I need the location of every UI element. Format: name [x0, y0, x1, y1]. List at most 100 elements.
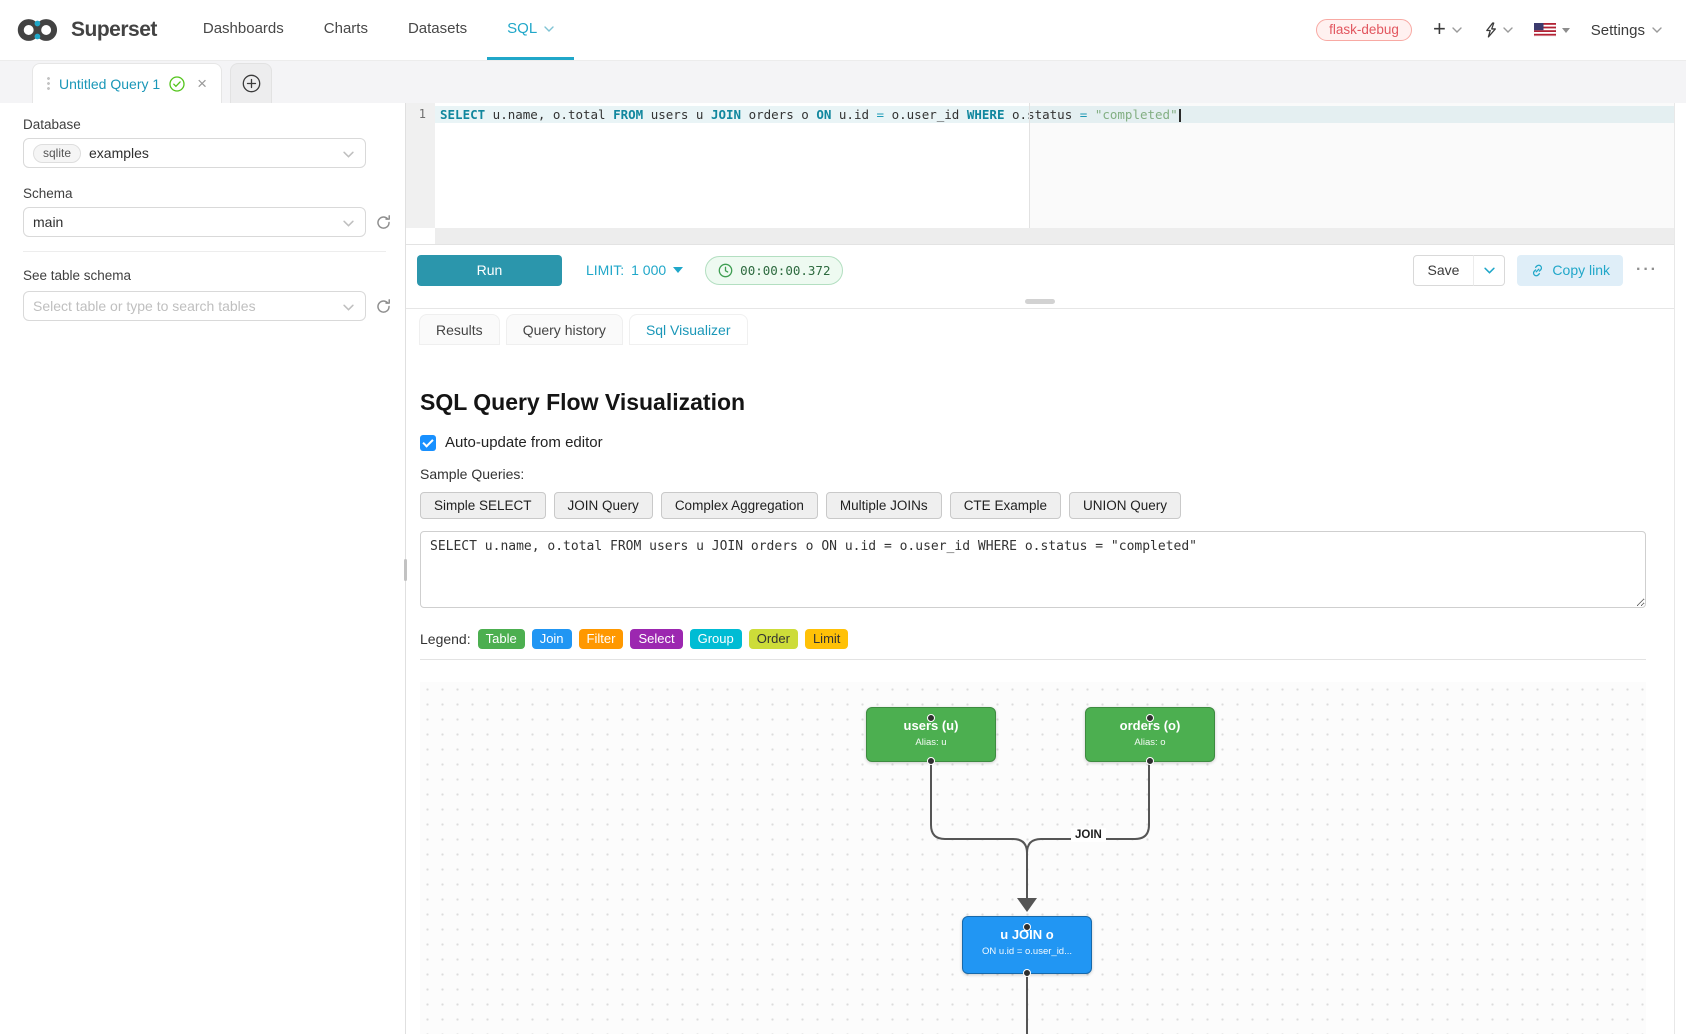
- nav-item-sql[interactable]: SQL: [487, 0, 575, 60]
- link-icon: [1533, 264, 1543, 276]
- legend-badge: Filter: [578, 629, 624, 649]
- node-subtitle: Alias: o: [1134, 737, 1166, 748]
- infinity-logo-icon: [16, 16, 62, 44]
- limit-dropdown[interactable]: LIMIT: 1 000: [586, 262, 684, 278]
- chevron-down-icon: [1452, 27, 1462, 33]
- node-subtitle: ON u.id = o.user_id...: [981, 946, 1073, 957]
- chevron-down-icon: [1484, 267, 1495, 274]
- new-query-tab-button[interactable]: [230, 63, 273, 103]
- node-port-top[interactable]: [1023, 923, 1031, 931]
- schema-select[interactable]: main: [23, 207, 366, 237]
- sample-query-button[interactable]: JOIN Query: [553, 492, 653, 519]
- plus-circle-icon: [242, 74, 260, 93]
- auto-update-checkbox-row[interactable]: Auto-update from editor: [420, 434, 1646, 451]
- sql-editor[interactable]: 1 SELECT u.name, o.total FROM users u JO…: [406, 103, 1674, 244]
- sql-panel: 1 SELECT u.name, o.total FROM users u JO…: [406, 103, 1675, 1034]
- code-token: "completed": [1094, 107, 1178, 122]
- sample-query-button[interactable]: Complex Aggregation: [660, 492, 818, 519]
- visualizer-content: SQL Query Flow Visualization Auto-update…: [406, 345, 1674, 1034]
- sample-query-button[interactable]: Simple SELECT: [420, 492, 546, 519]
- code-token: JOIN: [710, 107, 742, 122]
- code-token: o.status: [1004, 107, 1080, 122]
- language-selector[interactable]: [1533, 23, 1570, 37]
- legend-badge: Select: [630, 629, 683, 649]
- result-tabs: Results Query history Sql Visualizer: [406, 309, 1674, 345]
- pane-resize-handle[interactable]: [1025, 299, 1055, 304]
- settings-menu[interactable]: Settings: [1591, 22, 1662, 39]
- legend-badge: Table: [477, 629, 525, 649]
- code-token: WHERE: [966, 107, 1005, 122]
- legend-badge: Limit: [804, 629, 849, 649]
- database-select[interactable]: sqlite examples: [23, 138, 366, 168]
- code-token: o.user_id: [884, 107, 967, 122]
- elapsed-timer-badge: 00:00:00.372: [705, 255, 844, 285]
- node-port-bottom[interactable]: [927, 757, 935, 765]
- table-select[interactable]: Select table or type to search tables: [23, 291, 366, 321]
- tab-query-history[interactable]: Query history: [505, 314, 623, 345]
- query-search-menu[interactable]: [1483, 22, 1513, 38]
- line-number: 1: [418, 107, 426, 121]
- tab-sql-visualizer[interactable]: Sql Visualizer: [628, 314, 748, 345]
- flow-node-orders[interactable]: orders (o) Alias: o: [1085, 707, 1215, 765]
- save-button[interactable]: Save: [1412, 254, 1475, 286]
- query-input[interactable]: SELECT u.name, o.total FROM users u JOIN…: [420, 531, 1646, 608]
- save-options-button[interactable]: [1473, 254, 1506, 286]
- page-title: SQL Query Flow Visualization: [420, 389, 746, 415]
- node-title: users (u): [903, 718, 959, 733]
- flow-node-users[interactable]: users (u) Alias: u: [866, 707, 996, 765]
- nav-item-datasets[interactable]: Datasets: [407, 20, 468, 37]
- tab-results[interactable]: Results: [419, 314, 500, 345]
- code-token: =: [876, 107, 885, 122]
- query-tab-title: Untitled Query 1: [59, 75, 161, 92]
- superset-logo[interactable]: Superset: [16, 16, 157, 44]
- node-port-bottom[interactable]: [1146, 757, 1154, 765]
- code-token: users u: [643, 107, 711, 122]
- chevron-down-icon: [343, 151, 354, 158]
- drag-handle-icon[interactable]: [47, 76, 50, 91]
- sample-query-button[interactable]: CTE Example: [949, 492, 1061, 519]
- new-item-menu[interactable]: +: [1432, 16, 1462, 41]
- node-port-bottom[interactable]: [1023, 969, 1031, 977]
- sample-query-button[interactable]: Multiple JOINs: [825, 492, 942, 519]
- sample-query-button[interactable]: UNION Query: [1068, 492, 1181, 519]
- sqllab-sidebar: Database sqlite examples Schema main: [0, 103, 407, 1034]
- code-token: =: [1079, 107, 1088, 122]
- limit-value: 1 000: [631, 262, 667, 278]
- code-token: orders o: [741, 107, 817, 122]
- editor-scrollbar-track[interactable]: [435, 228, 1674, 244]
- nav-item-dashboards[interactable]: Dashboards: [202, 20, 284, 37]
- auto-update-checkbox[interactable]: [420, 434, 436, 451]
- south-pane: Results Query history Sql Visualizer SQL…: [406, 308, 1674, 1034]
- close-tab-icon[interactable]: ×: [197, 74, 208, 93]
- chevron-down-icon: [1652, 27, 1662, 33]
- copy-link-button[interactable]: Copy link: [1517, 254, 1624, 286]
- node-title: orders (o): [1119, 718, 1181, 733]
- chevron-down-icon: [544, 25, 554, 32]
- code-token: SELECT: [440, 107, 486, 122]
- database-select-value: examples: [89, 145, 149, 161]
- node-port-top[interactable]: [1146, 714, 1154, 722]
- sidebar-resize-handle[interactable]: [404, 559, 407, 581]
- more-actions-button[interactable]: ···: [1636, 261, 1658, 278]
- refresh-schemas-button[interactable]: [375, 214, 392, 231]
- run-button[interactable]: Run: [417, 254, 562, 286]
- flow-canvas[interactable]: JOIN users (u) Alias: u orders (o) Alias…: [420, 682, 1646, 1034]
- lightning-icon: [1485, 22, 1496, 38]
- refresh-tables-button[interactable]: [375, 298, 392, 315]
- code-token: u.id: [831, 107, 877, 122]
- editor-toolbar: Run LIMIT: 1 000 00:00:00.372 Save: [406, 244, 1674, 295]
- editor-code-area[interactable]: SELECT u.name, o.total FROM users u JOIN…: [435, 103, 1674, 244]
- database-label: Database: [23, 117, 81, 132]
- node-port-top[interactable]: [927, 714, 935, 722]
- top-navbar: Superset Dashboards Charts Datasets SQL …: [0, 0, 1686, 61]
- flow-node-join[interactable]: u JOIN o ON u.id = o.user_id...: [962, 916, 1092, 977]
- schema-label: Schema: [23, 186, 73, 201]
- chevron-down-icon: [343, 220, 354, 227]
- nav-item-charts[interactable]: Charts: [323, 20, 368, 37]
- plus-icon: +: [1432, 16, 1446, 41]
- limit-label: LIMIT:: [586, 262, 625, 278]
- elapsed-time: 00:00:00.372: [740, 262, 831, 278]
- print-margin-shade: [1030, 103, 1674, 244]
- brand-name: Superset: [71, 18, 157, 41]
- query-tab-untitled[interactable]: Untitled Query 1 ×: [32, 63, 223, 103]
